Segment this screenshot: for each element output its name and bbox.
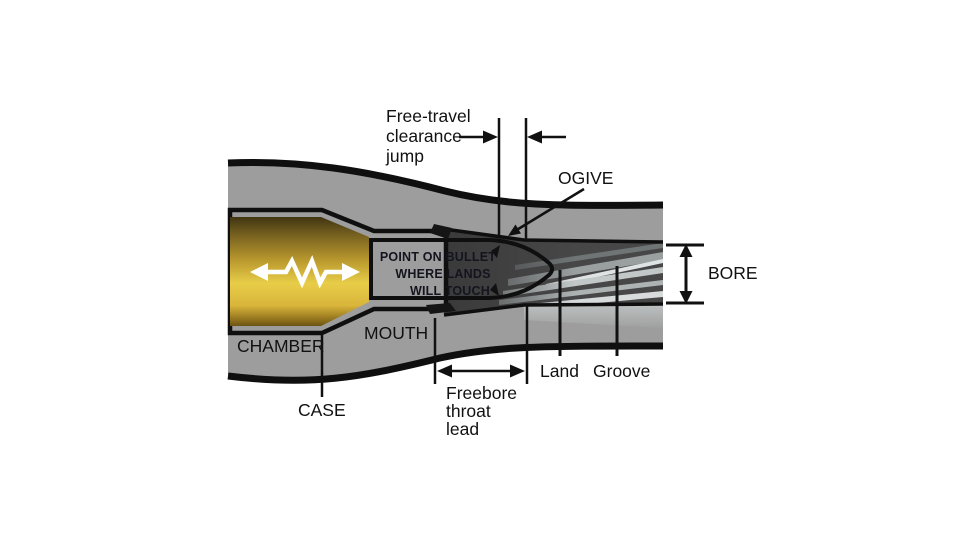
bore-label: BORE: [708, 263, 758, 283]
land-label: Land: [540, 361, 579, 381]
freebore-dimension-head-right: [510, 364, 525, 378]
jump-arrow-left-head: [483, 130, 498, 144]
bore-top-inner-edge: [443, 227, 664, 244]
barrel-top-edge: [227, 158, 664, 209]
spring-arrow-line: [264, 255, 346, 289]
chamber-label: CHAMBER: [237, 336, 325, 356]
mouth-ledge-top: [430, 224, 452, 239]
bore-dimension-head-top: [679, 244, 693, 257]
headspace-spring-arrow: [250, 255, 360, 289]
ogive-arrow-head: [508, 224, 521, 236]
freebore-dimension-head-left: [437, 364, 452, 378]
mouth-ledge-bottom: [426, 303, 456, 314]
freebore-label-line2: throat: [446, 401, 491, 421]
freebore-label-line1: Freebore: [446, 383, 517, 403]
bullet-note-line2: WHERE LANDS: [395, 267, 490, 281]
spring-arrow-left-head: [250, 263, 268, 281]
groove-label: Groove: [593, 361, 650, 381]
bullet-note-line1: POINT ON BULLET: [380, 250, 496, 264]
free-travel-label-line2: clearance: [386, 126, 462, 146]
powder-charge: [230, 217, 369, 326]
freebore-label-line3: lead: [446, 419, 479, 439]
case-label: CASE: [298, 400, 346, 420]
free-travel-label-line3: jump: [385, 146, 424, 166]
spring-arrow-right-head: [342, 263, 360, 281]
bullet-contact-arrow-top: [491, 245, 500, 258]
ogive-label: OGIVE: [558, 168, 613, 188]
ogive-arrow-line: [514, 187, 585, 233]
bore-dimension-head-bottom: [679, 291, 693, 304]
jump-arrow-right-head: [527, 130, 542, 144]
mouth-label: MOUTH: [364, 323, 428, 343]
free-travel-label-line1: Free-travel: [386, 106, 471, 126]
bullet-note-line3: WILL TOUCH: [410, 284, 490, 298]
bullet: [369, 238, 554, 300]
barrel-bottom-edge: [227, 342, 664, 384]
bullet-contact-arrow-bottom: [490, 283, 499, 296]
